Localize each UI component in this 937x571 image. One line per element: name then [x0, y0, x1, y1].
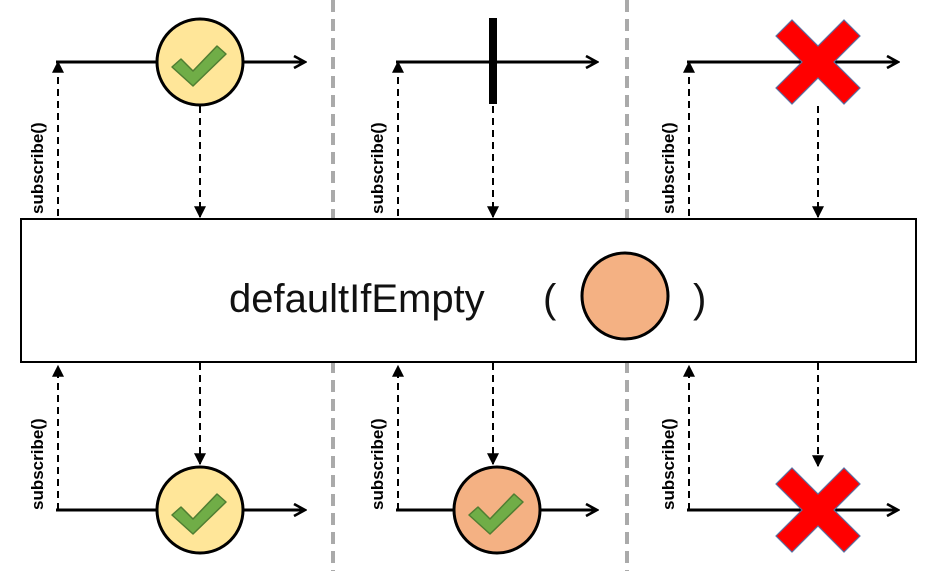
- error-icon: [775, 19, 861, 105]
- subscribe-label-1-top: subscribe(): [28, 122, 47, 214]
- default-item-marble-operator: [580, 251, 670, 341]
- operator-name: defaultIfEmpty: [229, 277, 485, 321]
- default-item-marble-2: [452, 465, 542, 555]
- check-icon: [468, 493, 524, 535]
- operator-close-paren: ): [693, 277, 706, 321]
- subscribe-label-3-top: subscribe(): [659, 122, 678, 214]
- operator-open-paren: (: [543, 277, 557, 321]
- scenario-item-emitted: subscribe() subscribe(): [28, 17, 305, 555]
- item-marble-1-top: [155, 17, 245, 107]
- scenario-empty-completion: subscribe() subscribe(): [368, 18, 597, 555]
- subscribe-label-2-bottom: subscribe(): [368, 418, 387, 510]
- subscribe-label-3-bottom: subscribe(): [659, 418, 678, 510]
- completion-marker-2: [489, 18, 497, 104]
- item-marble-1-bottom: [155, 465, 245, 555]
- scenario-error: subscribe() subscribe(): [659, 19, 898, 553]
- error-icon: [775, 467, 861, 553]
- subscribe-label-1-bottom: subscribe(): [28, 418, 47, 510]
- check-icon: [171, 45, 227, 87]
- check-icon: [171, 493, 227, 535]
- operator-box: defaultIfEmpty ( ): [20, 218, 917, 363]
- subscribe-label-2-top: subscribe(): [368, 122, 387, 214]
